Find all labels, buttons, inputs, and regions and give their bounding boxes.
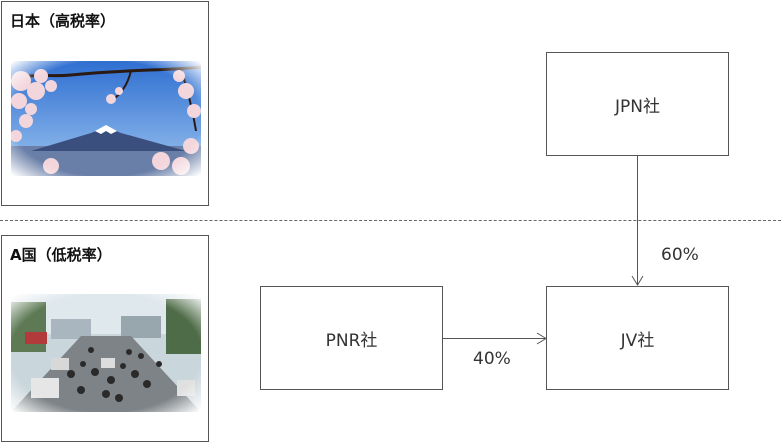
japan-panel: 日本（高税率） — [1, 1, 209, 206]
country-a-panel: A国（低税率） — [1, 235, 209, 442]
street-traffic-motorbikes-photo — [11, 294, 201, 412]
japan-title: 日本（高税率） — [10, 12, 116, 30]
jv-company-box: JV社 — [546, 286, 729, 390]
jpn-company-box: JPN社 — [546, 52, 729, 156]
pnr-ownership-percent: 40% — [473, 349, 511, 369]
pnr-company-label: PNR社 — [325, 330, 378, 351]
jpn-company-label: JPN社 — [615, 96, 660, 117]
jv-company-label: JV社 — [620, 330, 655, 351]
pnr-company-box: PNR社 — [260, 286, 443, 390]
jpn-to-jv-arrowhead — [631, 275, 644, 286]
cherry-blossoms-mount-fuji-photo — [11, 61, 201, 176]
jpn-ownership-percent: 60% — [661, 245, 699, 265]
pnr-to-jv-arrowhead — [536, 332, 547, 345]
border-divider — [0, 220, 781, 221]
country-a-title: A国（低税率） — [10, 246, 112, 264]
